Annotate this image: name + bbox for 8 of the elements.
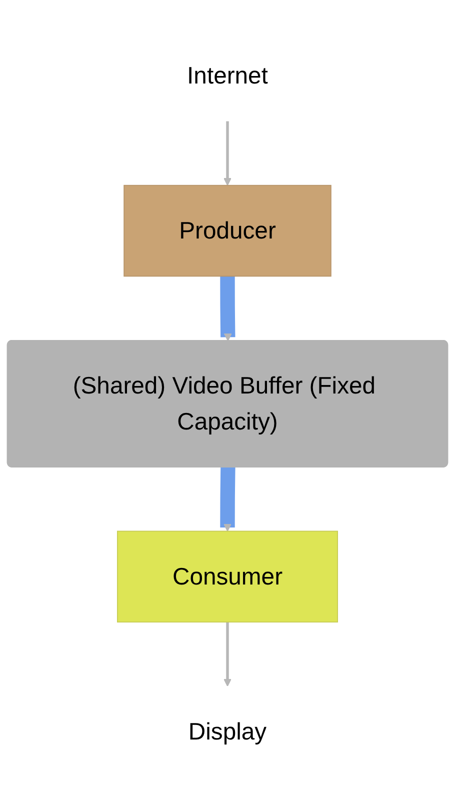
node-box: Consumer xyxy=(117,531,338,623)
node-box: Producer xyxy=(124,185,332,277)
node-text: Display xyxy=(188,718,267,746)
node-text: Internet xyxy=(187,62,268,90)
arrow xyxy=(223,121,232,186)
arrow xyxy=(223,622,232,687)
arrow xyxy=(220,466,236,532)
arrow xyxy=(220,274,236,342)
